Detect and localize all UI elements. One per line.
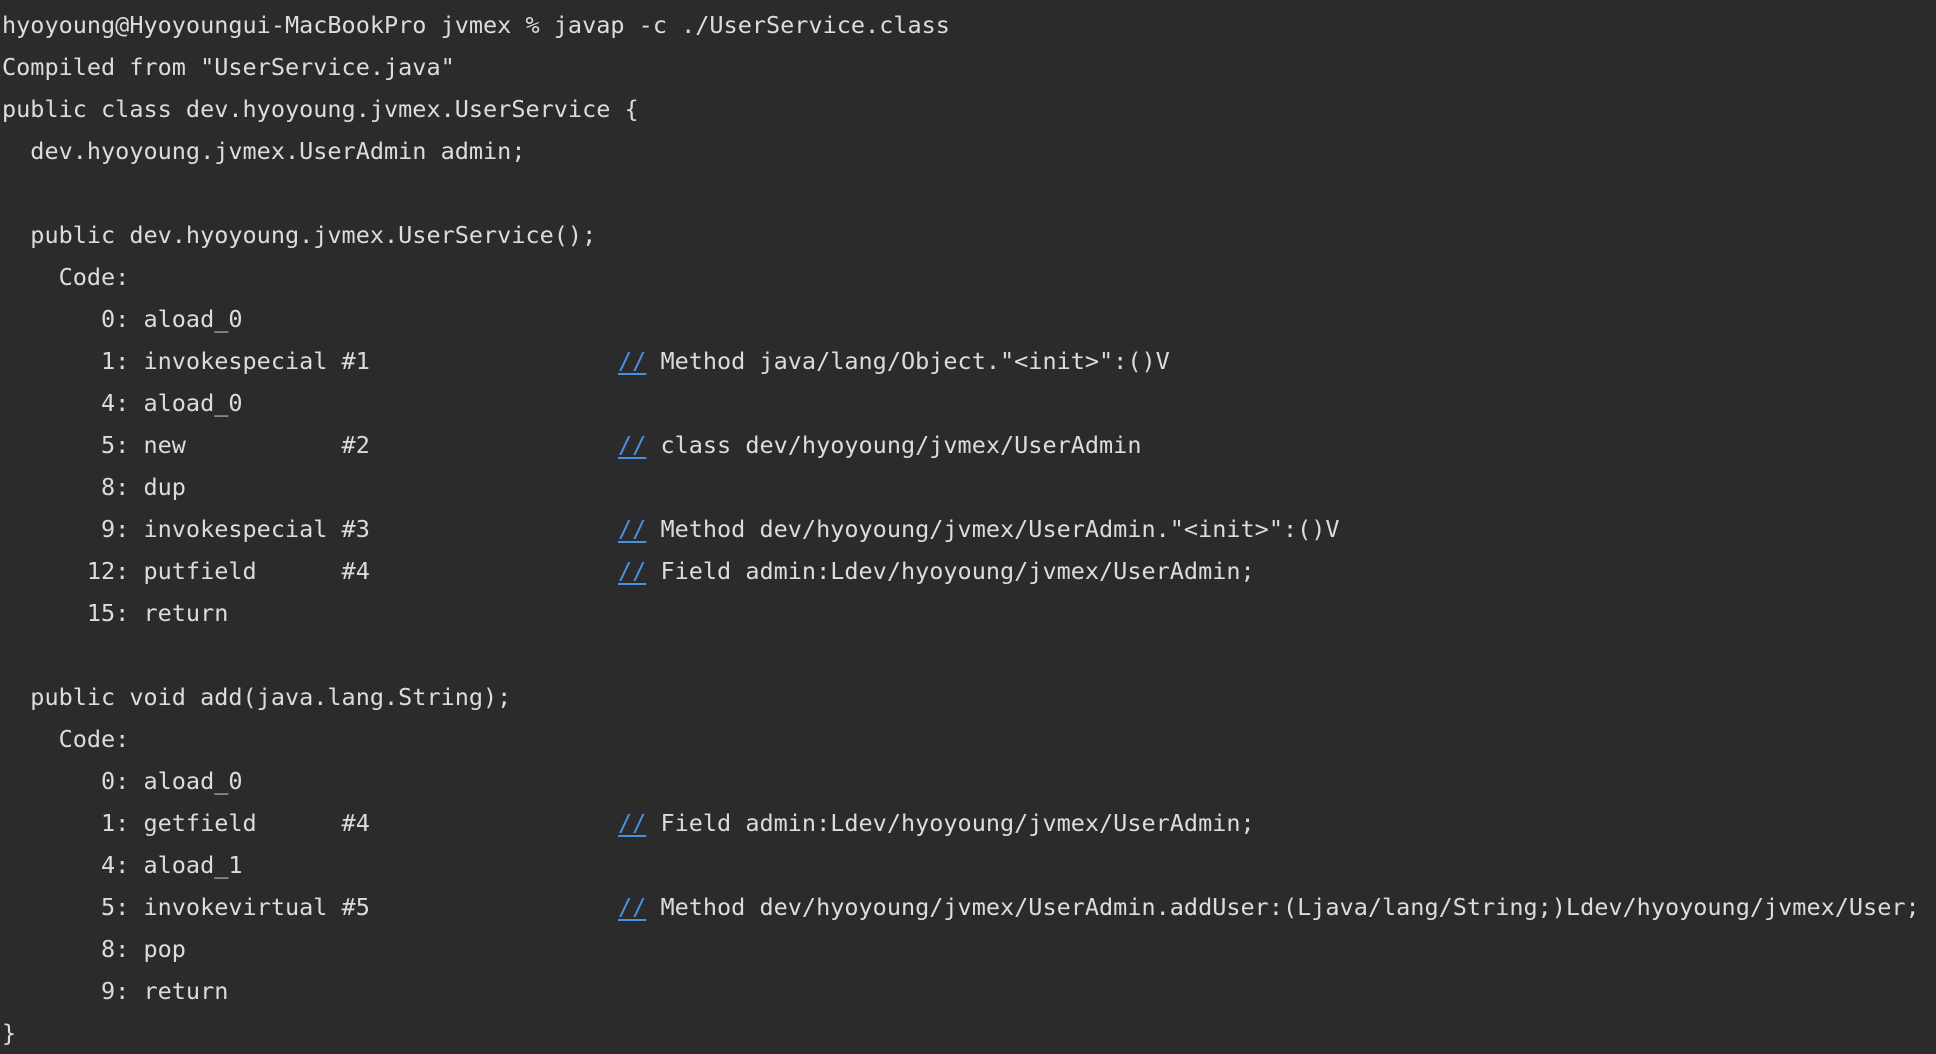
comment-marker: // bbox=[618, 893, 647, 921]
line-text: 9: invokespecial #3 bbox=[2, 515, 370, 543]
comment-marker: // bbox=[618, 431, 647, 459]
terminal-line: 9: invokespecial #3 // Method dev/hyoyoun… bbox=[0, 508, 1936, 550]
line-text: 5: invokevirtual #5 bbox=[2, 893, 370, 921]
comment-text: Method dev/hyoyoung/jvmex/UserAdmin.addU… bbox=[646, 893, 1920, 921]
line-text: public class dev.hyoyoung.jvmex.UserServ… bbox=[2, 95, 639, 123]
terminal-line: Compiled from "UserService.java" bbox=[0, 46, 1936, 88]
comment-marker: // bbox=[618, 347, 647, 375]
line-text: Code: bbox=[2, 263, 130, 291]
line-text: 1: invokespecial #1 bbox=[2, 347, 370, 375]
terminal-line: public class dev.hyoyoung.jvmex.UserServ… bbox=[0, 88, 1936, 130]
line-text: 0: aload_0 bbox=[2, 305, 243, 333]
terminal-line: 12: putfield #4 // Field admin:Ldev/hyoyo… bbox=[0, 550, 1936, 592]
terminal-line: dev.hyoyoung.jvmex.UserAdmin admin; bbox=[0, 130, 1936, 172]
terminal-line: 4: aload_1 bbox=[0, 844, 1936, 886]
line-comment: // Method dev/hyoyoung/jvmex/UserAdmin.a… bbox=[618, 886, 1920, 928]
line-comment: // Field admin:Ldev/hyoyoung/jvmex/UserA… bbox=[618, 550, 1255, 592]
line-text: 5: new #2 bbox=[2, 431, 370, 459]
comment-text: Field admin:Ldev/hyoyoung/jvmex/UserAdmi… bbox=[646, 557, 1255, 585]
terminal-line: public void add(java.lang.String); bbox=[0, 676, 1936, 718]
comment-text: Method java/lang/Object."<init>":()V bbox=[646, 347, 1170, 375]
line-text: } bbox=[2, 1019, 17, 1047]
line-text: Compiled from "UserService.java" bbox=[2, 53, 455, 81]
terminal-line: 5: new #2 // class dev/hyoyoung/jvmex/Use… bbox=[0, 424, 1936, 466]
terminal-line bbox=[0, 172, 1936, 214]
line-comment: // class dev/hyoyoung/jvmex/UserAdmin bbox=[618, 424, 1141, 466]
line-text: 15: return bbox=[2, 599, 229, 627]
line-text: dev.hyoyoung.jvmex.UserAdmin admin; bbox=[2, 137, 526, 165]
line-text: 9: return bbox=[2, 977, 229, 1005]
comment-marker: // bbox=[618, 557, 647, 585]
terminal-line: hyoyoung@Hyoyoungui-MacBookPro jvmex % j… bbox=[0, 4, 1936, 46]
comment-text: class dev/hyoyoung/jvmex/UserAdmin bbox=[646, 431, 1142, 459]
terminal-line: Code: bbox=[0, 718, 1936, 760]
terminal-line: Code: bbox=[0, 256, 1936, 298]
line-text: 0: aload_0 bbox=[2, 767, 243, 795]
line-text: 8: dup bbox=[2, 473, 186, 501]
terminal-line: 1: getfield #4 // Field admin:Ldev/hyoyou… bbox=[0, 802, 1936, 844]
line-text: public dev.hyoyoung.jvmex.UserService(); bbox=[2, 221, 597, 249]
comment-text: Method dev/hyoyoung/jvmex/UserAdmin."<in… bbox=[646, 515, 1340, 543]
terminal-line: 5: invokevirtual #5 // Method dev/hyoyoun… bbox=[0, 886, 1936, 928]
line-text: 12: putfield #4 bbox=[2, 557, 370, 585]
terminal-line: 1: invokespecial #1 // Method java/lang/O… bbox=[0, 340, 1936, 382]
line-text: hyoyoung@Hyoyoungui-MacBookPro jvmex % j… bbox=[2, 11, 950, 39]
line-comment: // Method dev/hyoyoung/jvmex/UserAdmin."… bbox=[618, 508, 1340, 550]
terminal-line: } bbox=[0, 1012, 1936, 1054]
terminal-line: 9: return bbox=[0, 970, 1936, 1012]
terminal-line: 8: dup bbox=[0, 466, 1936, 508]
line-text: 4: aload_0 bbox=[2, 389, 243, 417]
comment-text: Field admin:Ldev/hyoyoung/jvmex/UserAdmi… bbox=[646, 809, 1255, 837]
line-comment: // Method java/lang/Object."<init>":()V bbox=[618, 340, 1170, 382]
terminal-line: 0: aload_0 bbox=[0, 760, 1936, 802]
line-text: 1: getfield #4 bbox=[2, 809, 370, 837]
line-text: public void add(java.lang.String); bbox=[2, 683, 512, 711]
terminal-line: 8: pop bbox=[0, 928, 1936, 970]
line-text: 8: pop bbox=[2, 935, 186, 963]
line-text: Code: bbox=[2, 725, 130, 753]
comment-marker: // bbox=[618, 515, 647, 543]
terminal-line: public dev.hyoyoung.jvmex.UserService(); bbox=[0, 214, 1936, 256]
terminal-line: 4: aload_0 bbox=[0, 382, 1936, 424]
terminal-line bbox=[0, 634, 1936, 676]
terminal-line: 15: return bbox=[0, 592, 1936, 634]
line-text: 4: aload_1 bbox=[2, 851, 243, 879]
terminal-line: 0: aload_0 bbox=[0, 298, 1936, 340]
line-comment: // Field admin:Ldev/hyoyoung/jvmex/UserA… bbox=[618, 802, 1255, 844]
comment-marker: // bbox=[618, 809, 647, 837]
